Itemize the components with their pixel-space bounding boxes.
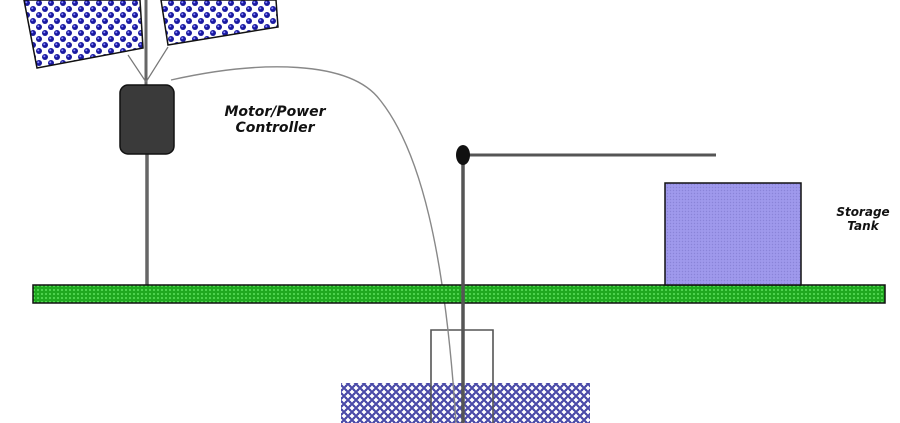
controller-label-line2: Controller xyxy=(235,120,315,137)
tank-label: Storage Tank xyxy=(818,205,900,234)
pipe-elbow xyxy=(456,145,470,165)
ground-surface xyxy=(32,284,886,304)
solar-panel-left xyxy=(23,0,144,69)
controller-label: Motor/Power Controller xyxy=(205,104,345,136)
tank-label-line2: Tank xyxy=(847,218,879,233)
storage-tank xyxy=(664,182,802,286)
panel-wire-left xyxy=(127,54,147,83)
panel-wire-right xyxy=(145,46,169,83)
aquifer xyxy=(341,383,590,423)
motor-power-controller xyxy=(119,84,175,155)
controller-label-line1: Motor/Power xyxy=(224,104,326,120)
tank-label-line1: Storage xyxy=(836,205,890,219)
solar-panel-right xyxy=(160,0,279,46)
